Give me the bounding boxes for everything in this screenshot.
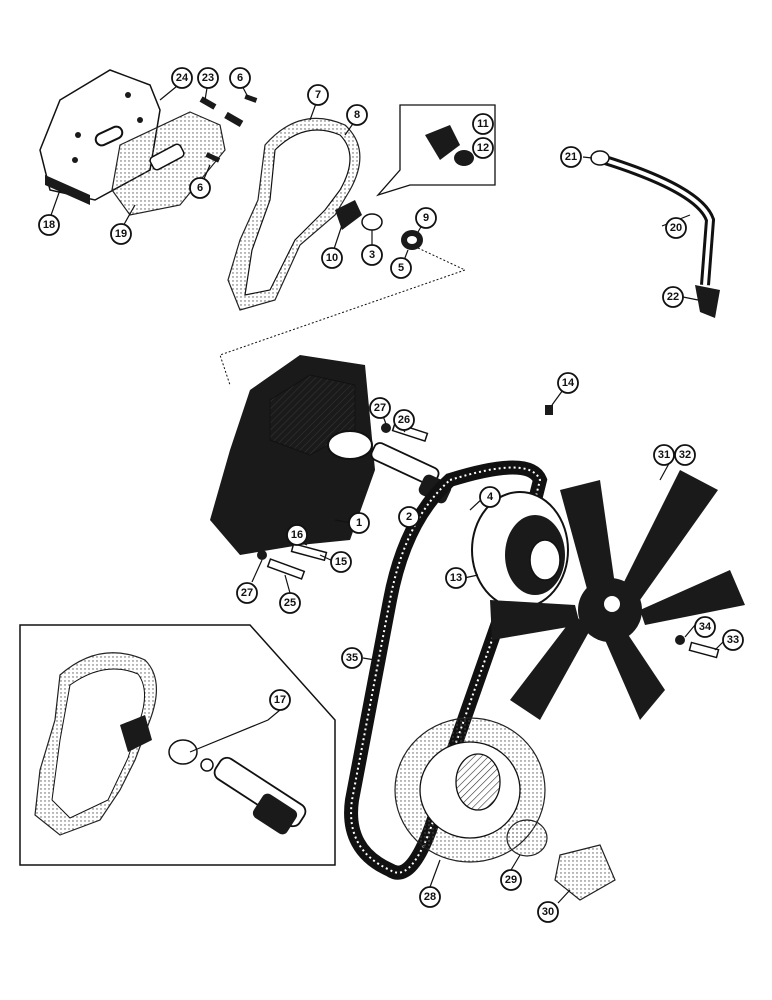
callout-5: 5 (390, 257, 412, 279)
fan-pulley (471, 491, 569, 609)
crank-pulley (394, 717, 546, 863)
callout-13: 13 (445, 567, 467, 589)
callout-1: 1 (348, 512, 370, 534)
callout-11: 11 (472, 113, 494, 135)
svg-text:26: 26 (398, 414, 410, 426)
svg-text:22: 22 (667, 291, 679, 303)
small-bolts (199, 94, 258, 163)
svg-text:19: 19 (115, 228, 127, 240)
callout-34: 34 (694, 616, 716, 638)
callout-21: 21 (560, 146, 582, 168)
pump-housing (210, 355, 375, 555)
svg-text:5: 5 (398, 262, 404, 274)
seal-parts (335, 200, 423, 250)
callout-27b: 27 (236, 582, 258, 604)
callout-18: 18 (38, 214, 60, 236)
callout-17: 17 (269, 689, 291, 711)
svg-text:27: 27 (241, 587, 253, 599)
callout-6a: 6 (229, 67, 251, 89)
callout-6b: 6 (189, 177, 211, 199)
fan-blades (490, 470, 745, 720)
callout-7: 7 (307, 84, 329, 106)
svg-text:11: 11 (477, 118, 489, 130)
callout-32: 32 (674, 444, 696, 466)
svg-text:13: 13 (450, 572, 462, 584)
seal-inset (375, 104, 496, 197)
svg-text:24: 24 (176, 72, 189, 84)
svg-text:8: 8 (354, 109, 360, 121)
callout-10: 10 (321, 247, 343, 269)
inset-pump-kit (19, 624, 336, 866)
svg-text:3: 3 (369, 249, 375, 261)
svg-text:2: 2 (406, 511, 412, 523)
assembly-line (219, 247, 467, 386)
svg-text:10: 10 (326, 252, 338, 264)
callout-2: 2 (398, 506, 420, 528)
svg-text:21: 21 (565, 151, 577, 163)
svg-text:33: 33 (727, 634, 739, 646)
callout-27a: 27 (369, 397, 391, 419)
svg-text:12: 12 (477, 142, 489, 154)
callout-23: 23 (197, 67, 219, 89)
callout-33: 33 (722, 629, 744, 651)
svg-text:17: 17 (274, 694, 286, 706)
svg-text:32: 32 (679, 449, 691, 461)
callout-14: 14 (557, 372, 579, 394)
callout-9: 9 (415, 207, 437, 229)
svg-text:31: 31 (658, 449, 670, 461)
callout-28: 28 (419, 886, 441, 908)
svg-text:34: 34 (699, 621, 712, 633)
callout-8: 8 (346, 104, 368, 126)
front-gasket (111, 111, 226, 216)
crank-hub (554, 844, 616, 901)
callout-35: 35 (341, 647, 363, 669)
callout-30: 30 (537, 901, 559, 923)
callout-4: 4 (479, 486, 501, 508)
svg-text:6: 6 (237, 72, 243, 84)
svg-text:4: 4 (487, 491, 494, 503)
svg-text:14: 14 (562, 377, 575, 389)
callout-22: 22 (662, 286, 684, 308)
svg-text:15: 15 (335, 556, 347, 568)
callout-15: 15 (330, 551, 352, 573)
svg-text:7: 7 (315, 89, 321, 101)
callout-24: 24 (171, 67, 193, 89)
callout-26: 26 (393, 409, 415, 431)
fan-belt (344, 460, 548, 880)
callout-29: 29 (500, 869, 522, 891)
svg-text:6: 6 (197, 182, 203, 194)
callout-16: 16 (286, 524, 308, 546)
callout-19: 19 (110, 223, 132, 245)
svg-text:30: 30 (542, 906, 554, 918)
callout-3: 3 (361, 244, 383, 266)
svg-text:1: 1 (356, 517, 362, 529)
svg-text:20: 20 (670, 222, 682, 234)
callout-25: 25 (279, 592, 301, 614)
svg-text:29: 29 (505, 874, 517, 886)
svg-text:28: 28 (424, 891, 436, 903)
bypass-hose (590, 150, 720, 318)
svg-text:9: 9 (423, 212, 429, 224)
svg-text:35: 35 (346, 652, 358, 664)
pump-gasket (227, 117, 361, 311)
fan-bolts (675, 635, 720, 659)
svg-text:23: 23 (202, 72, 214, 84)
svg-text:27: 27 (374, 402, 386, 414)
svg-text:16: 16 (291, 529, 303, 541)
callout-12: 12 (472, 137, 494, 159)
svg-text:25: 25 (284, 597, 296, 609)
callout-20: 20 (665, 217, 687, 239)
callout-31: 31 (653, 444, 675, 466)
svg-text:18: 18 (43, 219, 55, 231)
spacer (506, 819, 548, 857)
